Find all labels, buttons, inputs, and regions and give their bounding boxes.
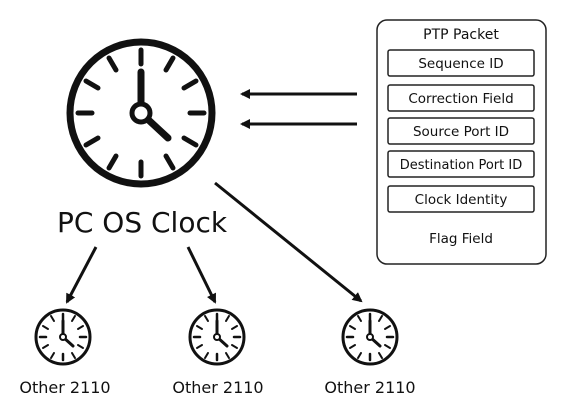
packet-field-destination-port-id: Destination Port ID (400, 158, 522, 173)
main-clock-ticks (75, 47, 207, 179)
packet-footer: Flag Field (429, 231, 493, 247)
packet-field-source-port-id: Source Port ID (413, 124, 509, 140)
arrow-icon (186, 246, 217, 304)
arrow-icon (65, 246, 98, 304)
client-clock-icon (341, 308, 399, 366)
packet-field-clock-identity: Clock Identity (415, 192, 508, 208)
packet-field-correction-field: Correction Field (408, 91, 513, 107)
main-clock-center (129, 101, 153, 125)
packet-field-box (387, 117, 535, 145)
client-label: Other 2110 (172, 378, 263, 397)
client-label: Other 2110 (19, 378, 110, 397)
main-clock-icon (66, 38, 216, 188)
client-label: Other 2110 (324, 378, 415, 397)
arrow-icon (214, 181, 363, 303)
client-clock-icon (188, 308, 246, 366)
ptp-packet: PTP Packet Sequence ID Correction Field … (376, 19, 547, 265)
packet-field-box (387, 84, 535, 112)
packet-field-box (387, 185, 535, 213)
packet-title: PTP Packet (423, 27, 499, 43)
main-clock-label: PC OS Clock (57, 206, 228, 239)
packet-field-box (387, 150, 535, 178)
client-clock-icon (34, 308, 92, 366)
packet-field-sequence-id: Sequence ID (418, 56, 503, 72)
packet-field-box (387, 49, 535, 77)
